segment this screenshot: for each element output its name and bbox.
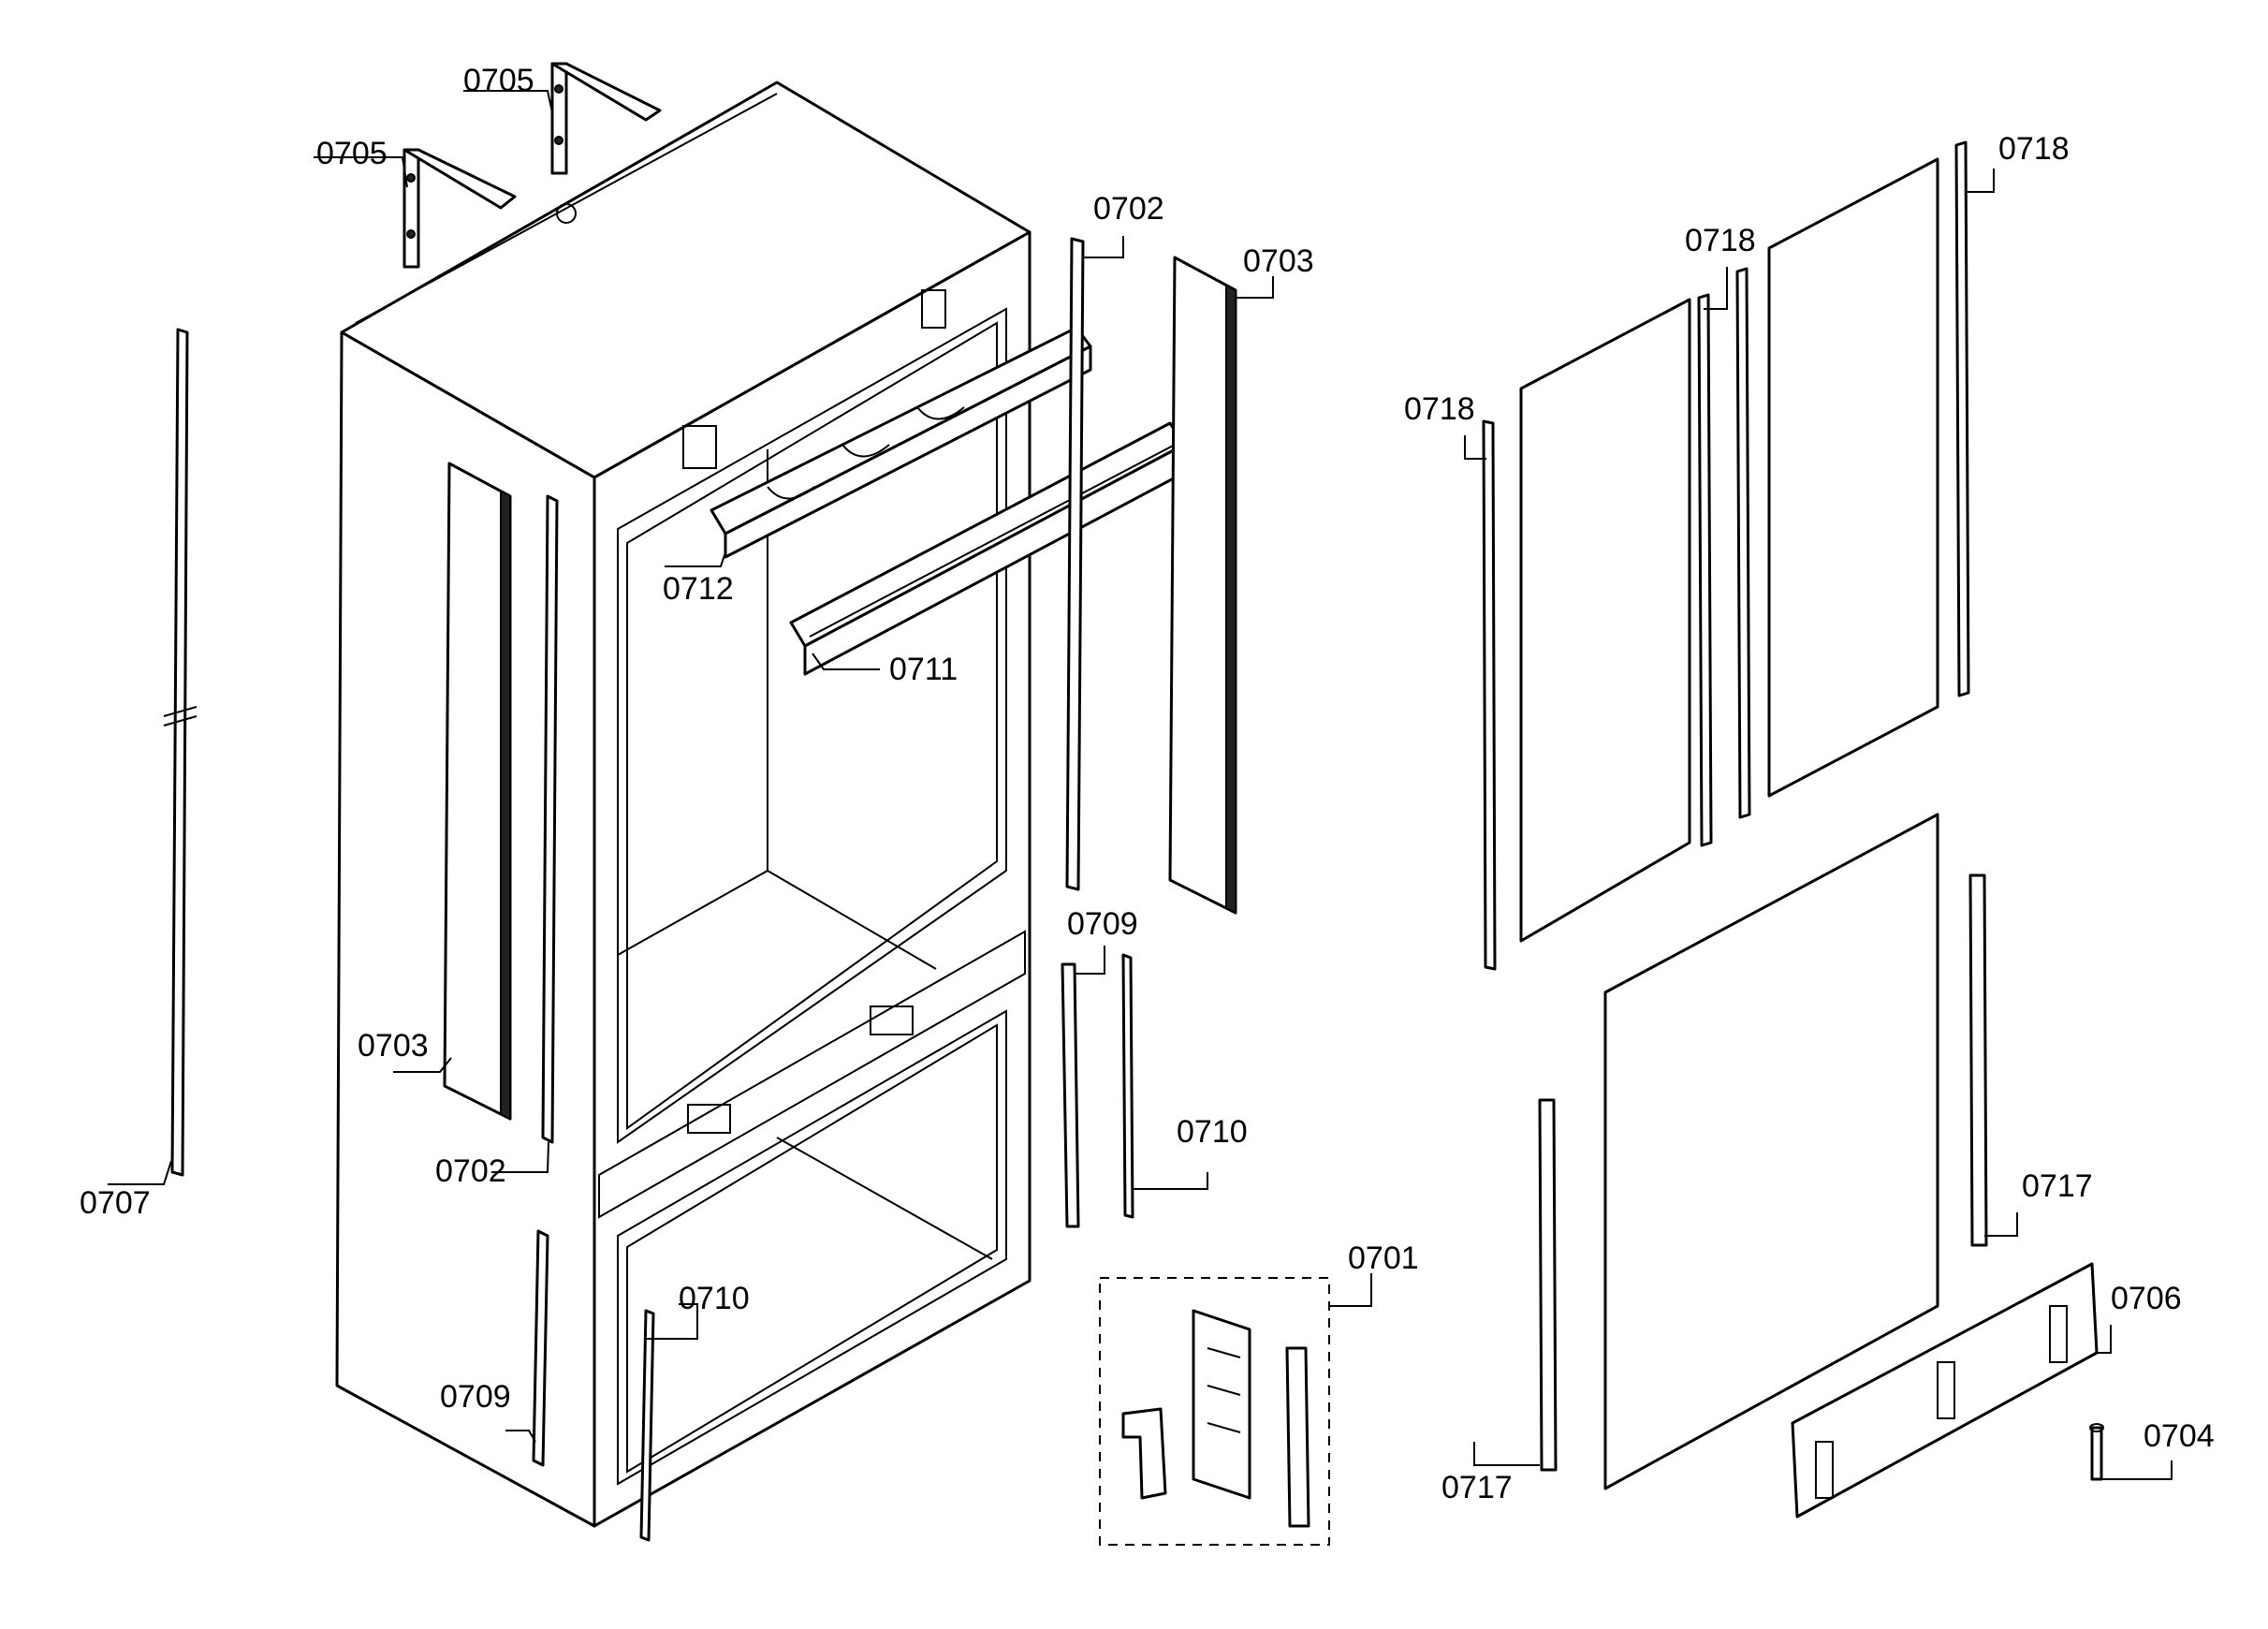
callout-0705-front: 0705 xyxy=(316,136,388,171)
gasket-strip-0709-right[interactable] xyxy=(1061,962,1080,1228)
callout-0709-right: 0709 xyxy=(1067,906,1138,942)
gasket-strip-0702-right[interactable] xyxy=(1065,237,1085,891)
hinge-plate-0717-left[interactable] xyxy=(1538,1098,1558,1472)
callout-0702-left: 0702 xyxy=(435,1153,506,1189)
side-panel-0703-right[interactable] xyxy=(1168,256,1237,915)
channel-0712[interactable] xyxy=(710,326,1092,559)
gasket-strip-0710-left[interactable] xyxy=(639,1309,655,1542)
bracket-0705-front[interactable] xyxy=(402,148,517,269)
bracket-0705-rear[interactable] xyxy=(550,62,662,175)
callout-0718-left: 0718 xyxy=(1404,391,1475,427)
trim-strip-0707[interactable] xyxy=(163,328,198,1177)
callout-0718-right: 0718 xyxy=(1998,131,2070,167)
pin-0704[interactable] xyxy=(2089,1423,2104,1481)
door-panel-lower[interactable] xyxy=(1603,813,1939,1490)
door-trim-0718-center-a[interactable] xyxy=(1697,293,1713,847)
kit-0701[interactable] xyxy=(1099,1277,1330,1546)
callout-0704: 0704 xyxy=(2144,1418,2215,1454)
door-panel-upper-right[interactable] xyxy=(1767,157,1939,798)
gasket-strip-0709-left[interactable] xyxy=(532,1229,549,1467)
callout-0710-left: 0710 xyxy=(679,1281,750,1316)
callout-0711: 0711 xyxy=(889,652,958,687)
callout-0707: 0707 xyxy=(80,1185,151,1221)
callout-0710-right: 0710 xyxy=(1177,1114,1248,1150)
callout-labels: 0705 0705 0707 0703 0702 0709 0710 0712 … xyxy=(80,63,2215,1505)
door-trim-0718-center-b[interactable] xyxy=(1735,267,1751,819)
door-trim-0718-right[interactable] xyxy=(1954,140,1970,697)
callout-0703-left: 0703 xyxy=(358,1028,429,1064)
callout-0717-left: 0717 xyxy=(1441,1470,1513,1505)
callout-0717-right: 0717 xyxy=(2022,1168,2093,1204)
callout-0718-center: 0718 xyxy=(1685,223,1756,258)
callout-0712: 0712 xyxy=(663,571,734,607)
leader-lines xyxy=(108,90,2173,1480)
callout-0705-rear: 0705 xyxy=(463,63,534,98)
gasket-strip-0710-right[interactable] xyxy=(1121,953,1134,1219)
door-trim-0718-left[interactable] xyxy=(1482,419,1497,971)
door-panel-upper-left[interactable] xyxy=(1519,298,1691,943)
hinge-plate-0717-right[interactable] xyxy=(1968,873,1988,1247)
callout-0703-right: 0703 xyxy=(1243,243,1314,279)
side-panel-0703-left[interactable] xyxy=(443,462,512,1121)
gasket-strip-0702-left[interactable] xyxy=(541,494,559,1144)
callout-0701: 0701 xyxy=(1348,1240,1419,1276)
callout-0706: 0706 xyxy=(2111,1281,2182,1316)
callout-0702-right: 0702 xyxy=(1093,191,1164,227)
callout-0709-left: 0709 xyxy=(440,1379,511,1415)
